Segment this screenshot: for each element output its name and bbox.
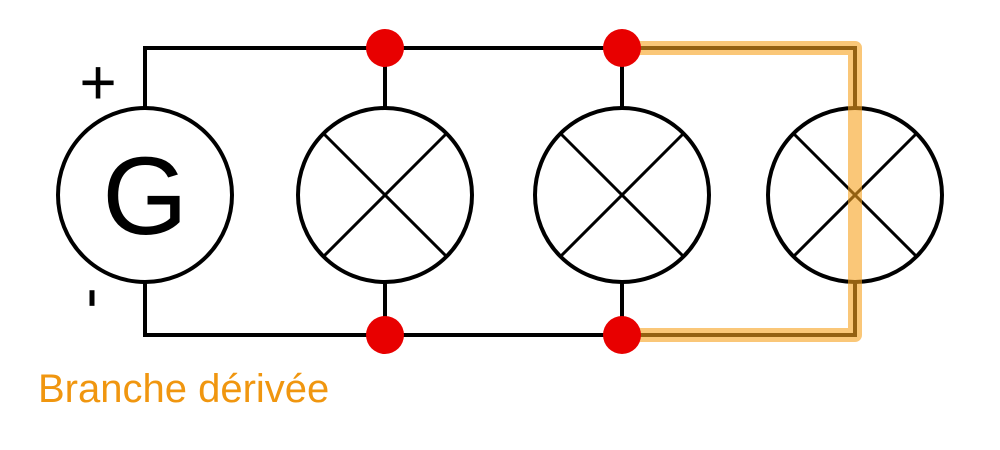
negative-terminal-label: - [61, 287, 133, 308]
junction-node-bottom-2 [603, 316, 641, 354]
junction-node-top-1 [366, 29, 404, 67]
lamp-1-cross-b [322, 132, 448, 258]
lamp-1 [296, 106, 474, 284]
bottom-wire [143, 280, 857, 337]
wires [143, 46, 857, 337]
generator: G + - [56, 46, 234, 309]
top-wire [143, 46, 857, 110]
lamp-2-cross-b [559, 132, 685, 258]
junction-nodes [366, 29, 641, 354]
lamp-2 [533, 106, 711, 284]
junction-node-top-2 [603, 29, 641, 67]
derived-branch-highlight [622, 41, 862, 342]
derived-branch-label: Branche dérivée [38, 367, 329, 411]
junction-node-bottom-1 [366, 316, 404, 354]
positive-terminal-label: + [79, 46, 116, 118]
generator-circle [56, 106, 234, 284]
generator-letter: G [102, 135, 188, 258]
